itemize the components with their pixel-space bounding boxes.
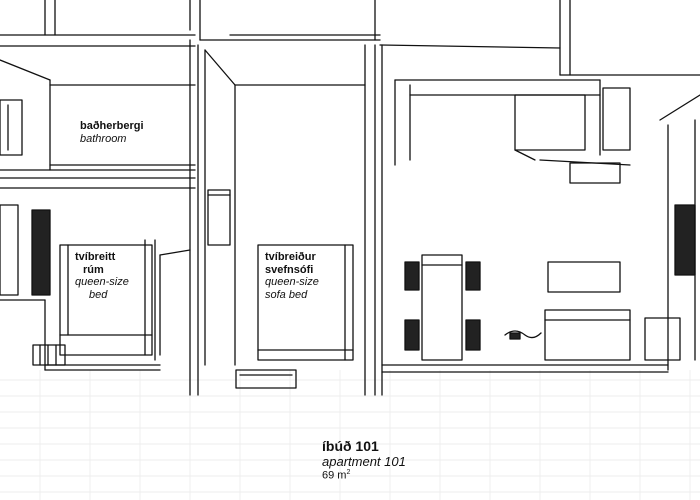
sofa-room-walls: [189, 39, 366, 396]
sofa-room-label: tvíbreiður svefnsófi queen-size sofa bed: [262, 249, 322, 304]
apartment-title-en: apartment 101: [322, 454, 406, 469]
apartment-title-is: íbúð 101: [322, 438, 379, 454]
top-beams: [0, 0, 700, 76]
sofa-room-name-en-line2: sofa bed: [265, 288, 308, 301]
bathroom-name-en: bathroom: [80, 132, 127, 145]
bedroom-label: tvíbreitt rúm queen-size bed: [72, 249, 132, 304]
apartment-area: 69 m2: [322, 469, 406, 482]
bedroom-walls: [0, 204, 191, 371]
apartment-area-exponent: 2: [346, 469, 351, 476]
apartment-caption: íbúð 101 apartment 101 69 m2: [322, 438, 406, 482]
sofa-room-name-is-line1: tvíbreiður: [265, 251, 316, 263]
bedroom-name-en-line1: queen-size: [75, 276, 129, 289]
bedroom-name-en-line2: bed: [89, 288, 108, 301]
sofa-room-name-is-line2: svefnsófi: [265, 263, 314, 276]
bathroom-name-is: baðherbergi: [80, 120, 144, 132]
bedroom-name-is-line1: tvíbreitt: [75, 251, 116, 263]
bathroom-label: baðherbergi bathroom: [80, 120, 144, 145]
sofa-and-shelves: [504, 261, 681, 361]
dining-set: [404, 254, 481, 361]
sofa-room-name-en-line1: queen-size: [265, 276, 319, 289]
living-area-walls: [374, 44, 700, 396]
bathroom-walls: [0, 59, 196, 189]
bedroom-name-is-line2: rúm: [83, 263, 104, 276]
apartment-area-value: 69 m: [322, 469, 347, 482]
